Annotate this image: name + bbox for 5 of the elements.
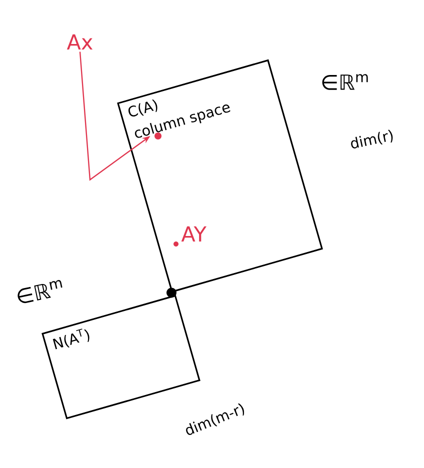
point-dot [154, 132, 162, 140]
vector-label: Ax [66, 34, 93, 50]
space-annotation: ∈ℝ$^{m}$ [322, 74, 368, 90]
point-label: AY [174, 226, 206, 246]
space-annotation: dim(r) [351, 130, 393, 148]
